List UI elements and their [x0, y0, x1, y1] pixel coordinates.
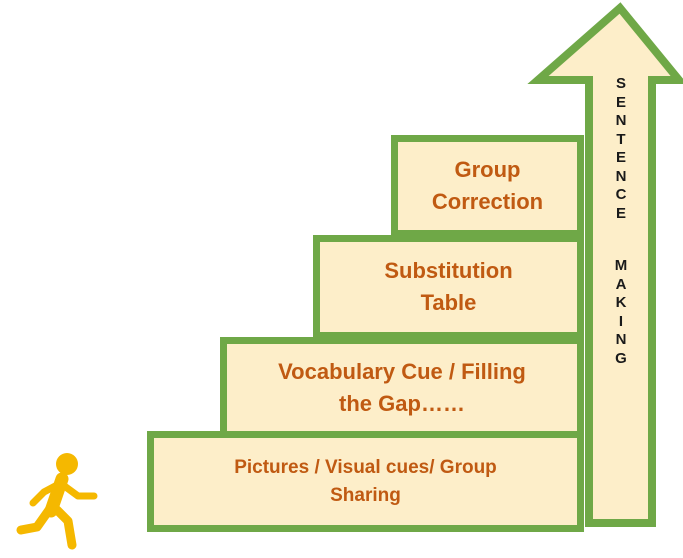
arrow-letter: N [615, 112, 627, 129]
arrow-letter: N [615, 167, 627, 185]
step-text-line: Sharing [330, 484, 401, 506]
arrow-letter: E [615, 93, 626, 111]
arrow-letter: N [615, 331, 627, 348]
step-text-line: Pictures / Visual cues/ Group [234, 456, 497, 478]
step-text-line: Table [420, 290, 477, 315]
step-text-line: the Gap…… [339, 390, 465, 416]
arrow-letter: T [616, 130, 626, 148]
arrow-letter: G [615, 349, 627, 367]
step-vocabulary-cue: Vocabulary Cue / Filling the Gap…… [220, 337, 584, 438]
arrow-letter: E [615, 204, 626, 222]
arrow-letter: I [618, 312, 624, 330]
arrow-letter: C [615, 186, 627, 203]
arrow-letter: K [615, 294, 627, 311]
arrow-letter: M [614, 257, 628, 274]
step-text-line: Correction [431, 189, 544, 214]
step-substitution-table: Substitution Table [313, 235, 584, 339]
arrow-letter: S [615, 75, 626, 92]
step-text-line: Substitution [384, 258, 513, 284]
step-text-line: Group [454, 157, 521, 183]
arrow-letter: E [615, 149, 626, 166]
arrow-letter: A [615, 275, 627, 293]
arrow-shape [527, 2, 683, 527]
step-group-correction: Group Correction [391, 135, 584, 237]
step-text-line: Vocabulary Cue / Filling [278, 358, 526, 384]
